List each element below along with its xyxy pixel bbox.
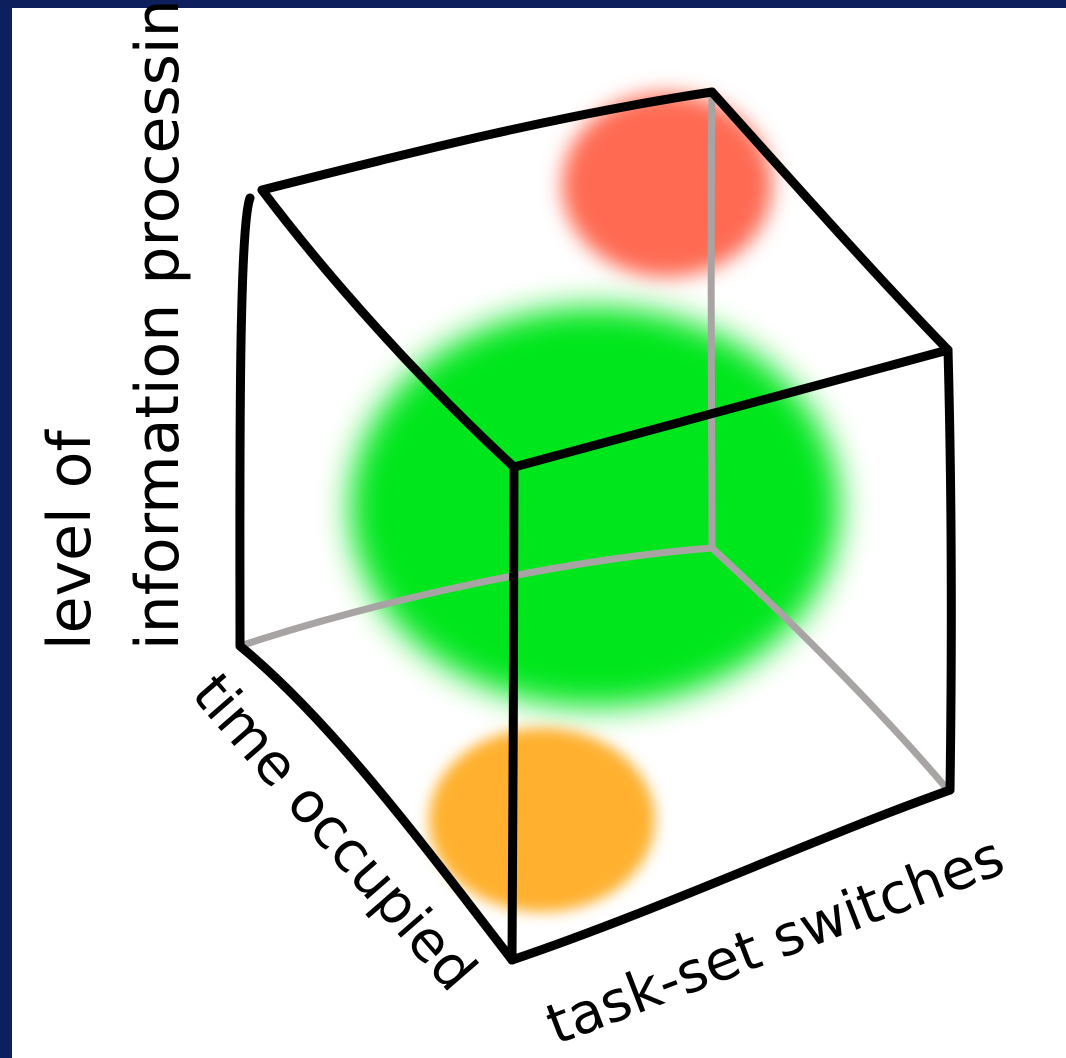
vertical-axis-label-line2: information processing (123, 0, 193, 650)
top-right-edge (707, 87, 953, 355)
orange-blob (429, 728, 655, 912)
red-blob (562, 93, 772, 277)
hidden-cube-edges (236, 88, 952, 794)
green-blob (350, 307, 840, 707)
hidden-right-edge (708, 544, 952, 794)
top-back-edge (257, 87, 717, 195)
vertical-axis-label-line1: level of (35, 429, 105, 650)
hidden-left-edge (236, 544, 716, 650)
hidden-vertical-edge (707, 88, 716, 552)
top-front-edge (509, 345, 953, 472)
bottom-left-edge (235, 641, 517, 965)
right-vertical-edge (943, 345, 956, 795)
visible-cube-edges (235, 87, 956, 965)
front-vertical-edge (507, 462, 519, 965)
bottom-right-edge (507, 785, 955, 965)
back-left-vertical-edge (235, 193, 255, 651)
top-left-edge (257, 185, 519, 472)
